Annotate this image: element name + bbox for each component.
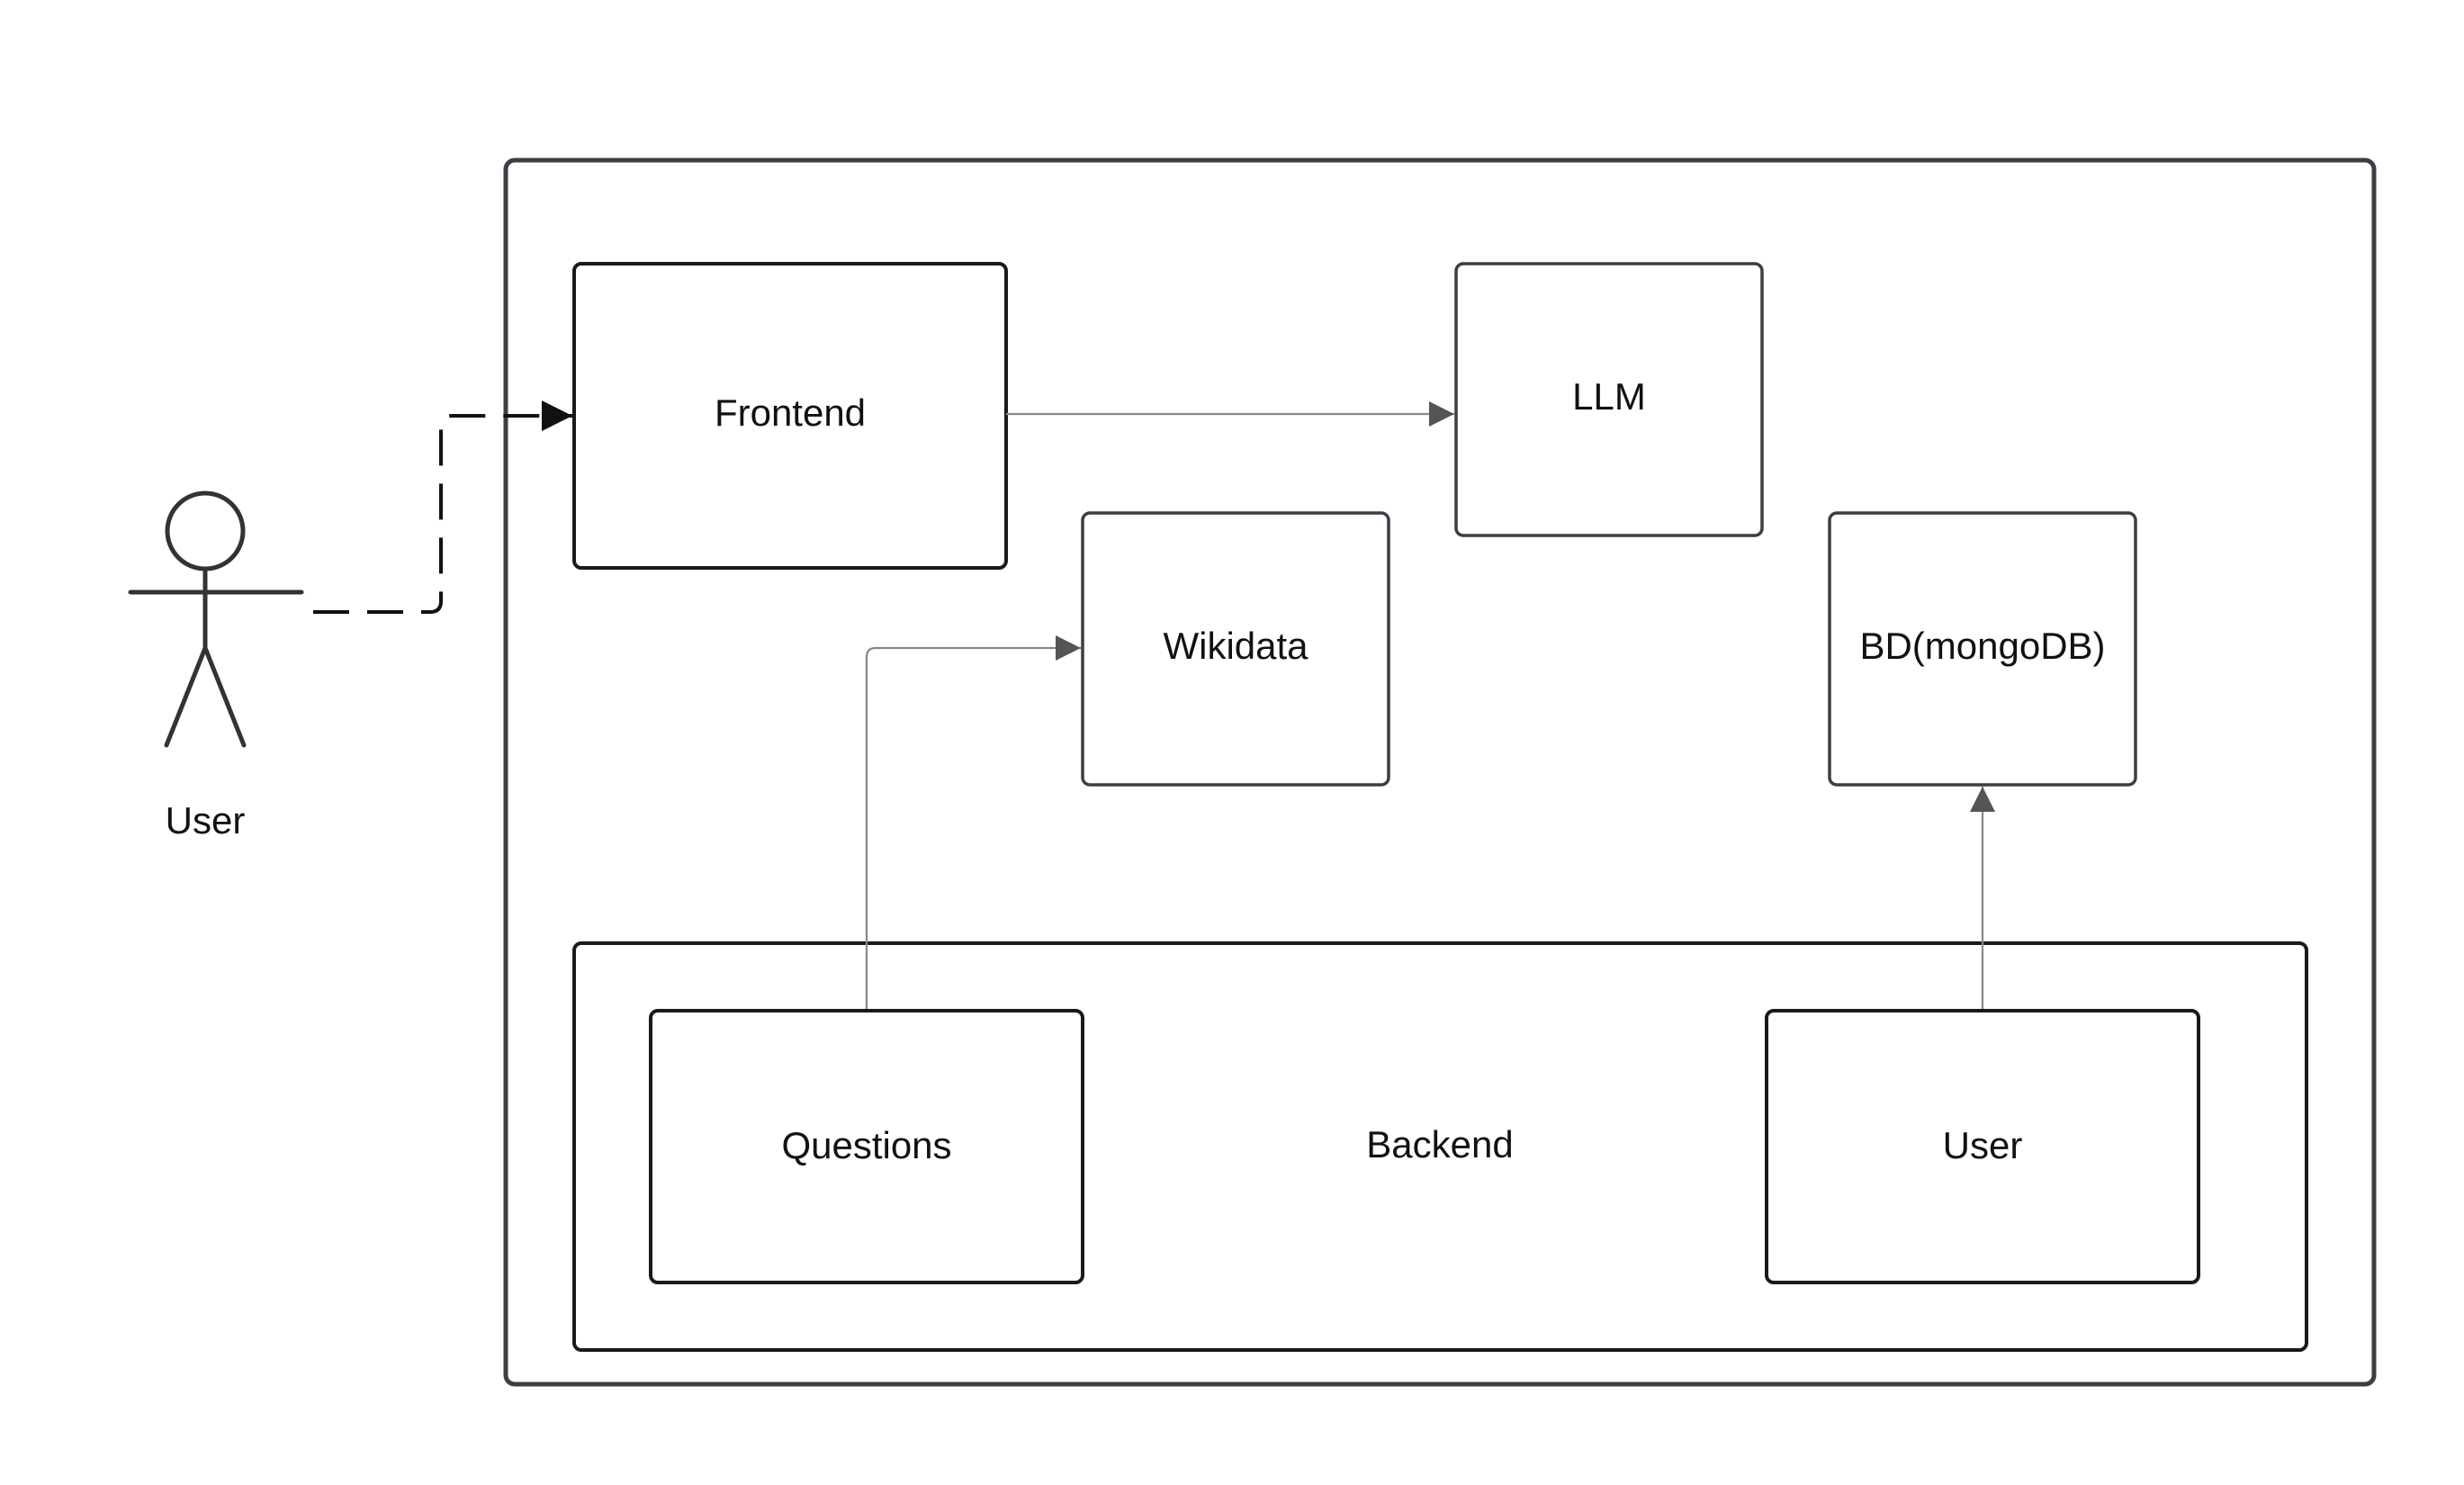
frontend-box <box>572 262 1008 570</box>
wikidata-node[interactable]: Wikidata <box>1081 511 1390 787</box>
user-actor[interactable]: User <box>128 490 304 842</box>
stick-figure-icon <box>128 490 304 748</box>
backend-label: Backend <box>1366 1123 1513 1166</box>
wikidata-box <box>1081 511 1390 787</box>
user-service-label: User <box>1943 1124 2023 1166</box>
questions-label: Questions <box>781 1124 951 1166</box>
frontend-label: Frontend <box>715 392 866 434</box>
wikidata-label: Wikidata <box>1163 625 1308 667</box>
system-boundary <box>503 158 2377 1387</box>
actor-to-frontend-connector[interactable] <box>313 400 572 614</box>
frontend-node[interactable]: Frontend <box>572 262 1008 570</box>
llm-node[interactable]: LLM <box>1454 262 1764 537</box>
user-service-node[interactable]: User <box>1765 1009 2200 1284</box>
database-box <box>1828 511 2137 787</box>
actor-label: User <box>166 799 246 842</box>
database-label: BD(mongoDB) <box>1859 625 2105 667</box>
llm-label: LLM <box>1572 375 1646 418</box>
llm-box <box>1454 262 1764 537</box>
questions-box <box>649 1009 1084 1284</box>
database-node[interactable]: BD(mongoDB) <box>1828 511 2137 787</box>
questions-to-wikidata-connector[interactable] <box>865 635 1081 1009</box>
user-service-box <box>1765 1009 2200 1284</box>
questions-node[interactable]: Questions <box>649 1009 1084 1284</box>
